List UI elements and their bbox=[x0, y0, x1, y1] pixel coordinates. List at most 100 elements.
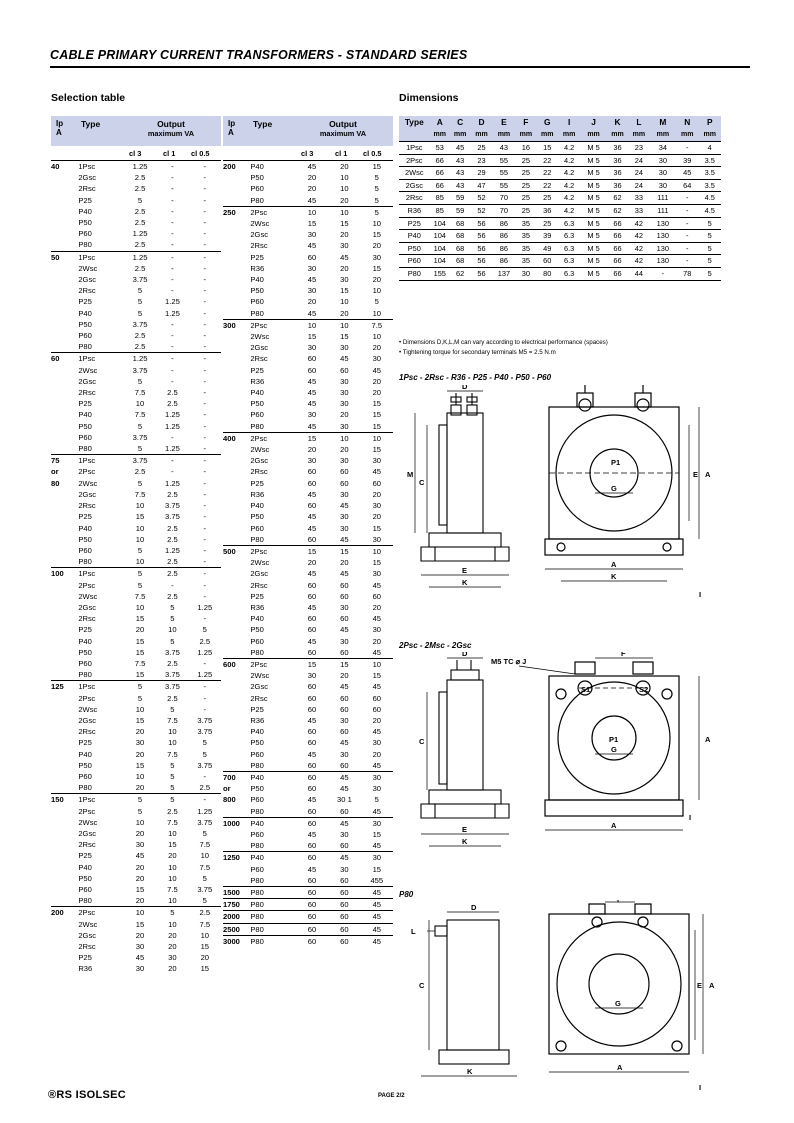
row-ip-value bbox=[223, 715, 250, 726]
row-ip-value bbox=[223, 444, 250, 455]
row-cl3: 20 bbox=[135, 783, 145, 793]
row-cl1: 10 bbox=[168, 919, 177, 929]
row-ip-value bbox=[51, 398, 78, 409]
row-ip-value bbox=[51, 296, 78, 307]
dimension-cell: 24 bbox=[628, 166, 650, 180]
row-cl3: 20 bbox=[135, 625, 145, 635]
row-type: P25 bbox=[250, 478, 264, 488]
row-type: P80 bbox=[78, 240, 92, 250]
row-type: P25 bbox=[78, 738, 92, 748]
label-G: G bbox=[615, 999, 621, 1008]
row-cl05: 2.5 bbox=[199, 636, 211, 646]
dimension-cell: 44 bbox=[628, 266, 650, 280]
row-cl3: 60 bbox=[307, 693, 317, 703]
row-type: P50 bbox=[250, 784, 264, 794]
dimension-cell: 22 bbox=[536, 178, 558, 192]
row-cl3: 5 bbox=[137, 286, 143, 296]
row-cl3: 10 bbox=[295, 318, 329, 332]
dimension-cell: M 5 bbox=[580, 166, 607, 180]
row-cl1: 45 bbox=[328, 770, 361, 784]
dimension-note: • Dimensions D,K,L,M can vary according … bbox=[399, 339, 608, 346]
drawing-1Psc-2Rsc-R36-P-series: M C D E K bbox=[399, 382, 725, 620]
row-cl05: 15 bbox=[360, 160, 393, 173]
row-cl1: - bbox=[171, 286, 174, 296]
label-K: K bbox=[462, 578, 468, 587]
row-cl05: - bbox=[203, 275, 207, 285]
drawing-caption-3: P80 bbox=[399, 890, 414, 899]
row-type: P40 bbox=[250, 275, 264, 285]
row-cl1: 5 bbox=[170, 602, 175, 612]
row-ip-value bbox=[51, 895, 78, 907]
row-cl1: 5 bbox=[170, 783, 175, 793]
row-ip-value: 2500 bbox=[223, 922, 251, 936]
row-cl3: 15 bbox=[307, 332, 317, 342]
label-C: C bbox=[419, 478, 425, 487]
row-ip-value bbox=[223, 511, 250, 522]
row-ip-value bbox=[51, 387, 78, 398]
dimension-cell: 43 bbox=[449, 166, 471, 180]
row-cl1: - bbox=[171, 319, 174, 329]
row-type: 2Psc bbox=[250, 657, 296, 671]
dimension-cell: M 5 bbox=[580, 203, 607, 218]
row-ip-value bbox=[223, 478, 250, 489]
row-cl3: 20 bbox=[307, 297, 317, 307]
row-cl3: 7.5 bbox=[134, 489, 146, 499]
row-ip-value bbox=[51, 556, 78, 568]
row-ip-value bbox=[51, 308, 78, 319]
row-cl3: 2.5 bbox=[134, 331, 146, 341]
row-cl3: 30 bbox=[307, 286, 317, 296]
row-cl3: 60 bbox=[307, 760, 317, 770]
row-cl05: - bbox=[203, 342, 207, 352]
row-cl05: - bbox=[203, 489, 207, 499]
dimension-cell: M 5 bbox=[580, 191, 607, 205]
dimension-cell: 59 bbox=[449, 191, 471, 205]
row-cl05: 60 bbox=[372, 704, 382, 714]
row-type: P60 bbox=[250, 749, 264, 759]
row-cl3: 5 bbox=[137, 478, 143, 488]
row-type: P50 bbox=[78, 647, 92, 657]
row-cl1: 5 bbox=[156, 906, 189, 919]
row-cl05: 7.5 bbox=[199, 919, 211, 929]
dimension-col-header: M bbox=[649, 116, 677, 129]
header-output: Output maximum VA bbox=[319, 119, 367, 138]
row-ip-value bbox=[51, 873, 78, 884]
row-ip-value bbox=[51, 941, 78, 952]
row-cl1: 2.5 bbox=[167, 693, 178, 703]
row-cl1: 45 bbox=[328, 851, 361, 864]
row-cl05: 45 bbox=[372, 841, 382, 851]
row-type: 2Rsc bbox=[78, 614, 96, 624]
row-cl05: - bbox=[203, 308, 207, 318]
dimension-cell: 36 bbox=[606, 166, 629, 180]
dimension-cell: - bbox=[676, 203, 699, 218]
row-cl3: 45 bbox=[307, 308, 317, 318]
label-D: D bbox=[462, 652, 468, 658]
drawing-2Psc-2Msc-2Gsc: C D E K A S1 bbox=[399, 649, 725, 872]
row-ip-value bbox=[51, 726, 78, 737]
row-cl1: 5 bbox=[156, 793, 189, 806]
row-cl3: 20 bbox=[135, 749, 145, 759]
row-cl3: 15 bbox=[295, 431, 329, 445]
row-ip-value bbox=[223, 704, 250, 715]
row-cl1: 20 bbox=[340, 445, 349, 455]
row-cl3: 10 bbox=[135, 501, 145, 511]
row-ip-value bbox=[223, 183, 250, 194]
row-cl05: - bbox=[203, 331, 207, 341]
row-cl3: 45 bbox=[307, 275, 317, 285]
row-cl05: - bbox=[203, 478, 207, 488]
row-ip-value bbox=[51, 862, 78, 873]
row-cl3: 45 bbox=[307, 749, 317, 759]
row-cl3: 60 bbox=[307, 591, 317, 601]
dimension-cell: 24 bbox=[628, 153, 650, 167]
